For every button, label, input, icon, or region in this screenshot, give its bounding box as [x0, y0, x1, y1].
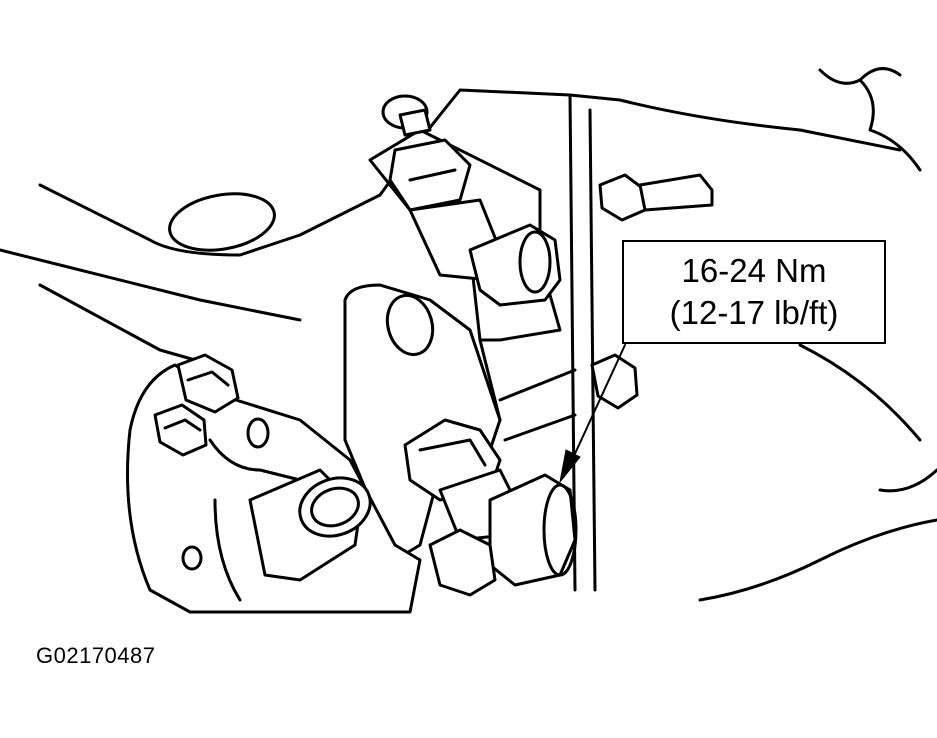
- torque-callout: 16-24 Nm (12-17 lb/ft): [622, 240, 886, 344]
- callout-leader-arrow: [559, 344, 626, 483]
- figure-id-label: G02170487: [36, 643, 156, 668]
- bolt-right-lower: [590, 353, 639, 410]
- engine-block-casting: [0, 67, 937, 602]
- torque-value-metric: 16-24 Nm: [681, 252, 827, 289]
- plate-hole: [246, 417, 270, 449]
- bolt-left-lower: [153, 403, 208, 457]
- plate-hole: [181, 545, 203, 571]
- bolt-upper-stud: [381, 94, 562, 307]
- bolt-lower-stud: [403, 418, 578, 597]
- torque-value-imperial: (12-17 lb/ft): [669, 294, 839, 331]
- bracket-hole: [385, 293, 435, 357]
- casting-hole: [168, 192, 276, 252]
- bolt-left-upper: [176, 353, 240, 414]
- bolt-right-upper: [598, 173, 714, 222]
